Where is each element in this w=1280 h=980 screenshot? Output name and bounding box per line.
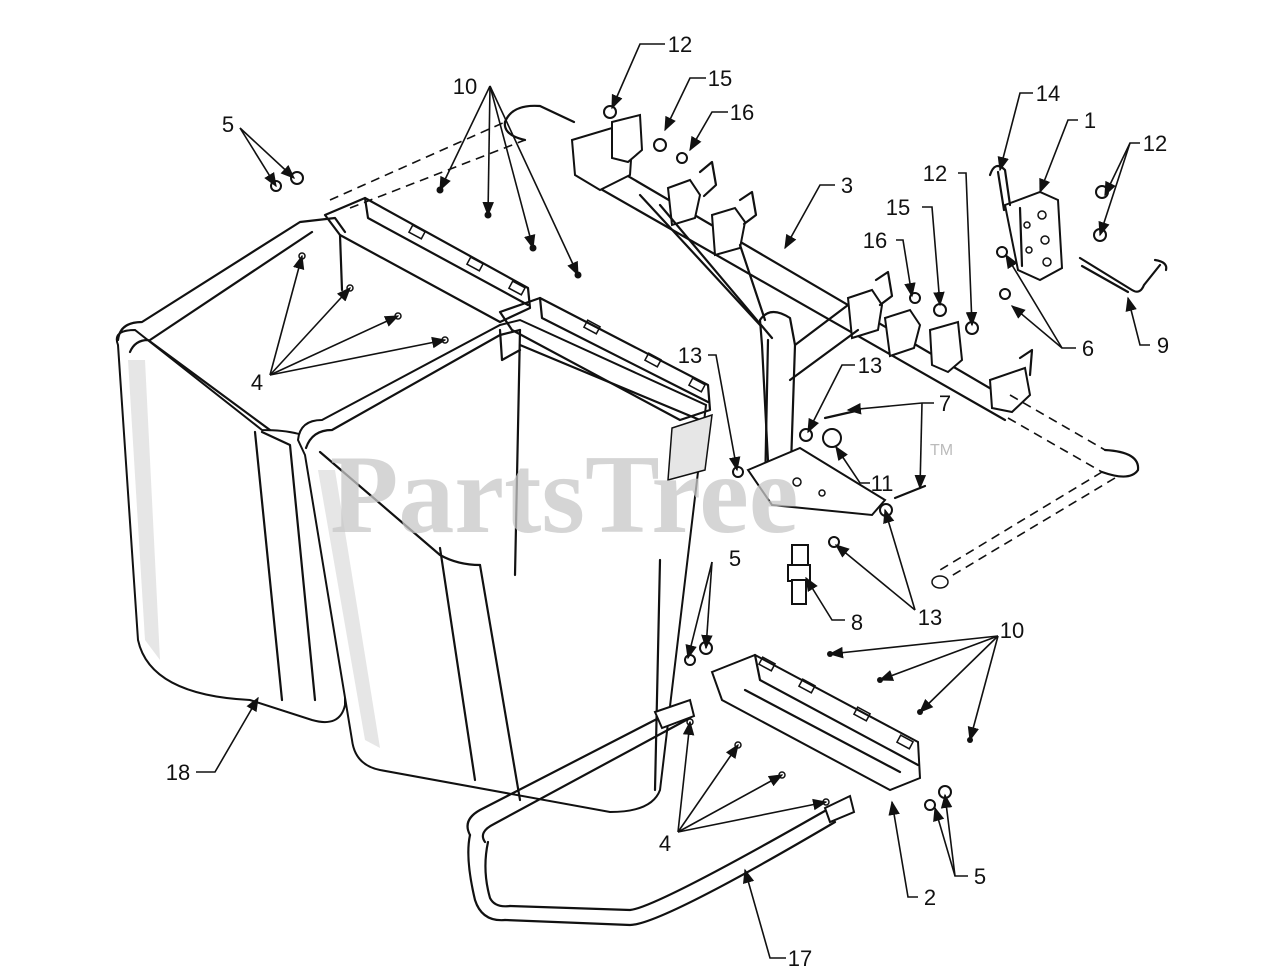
- callout-leader-c7b: [914, 402, 927, 490]
- watermark: PartsTree: [330, 433, 799, 557]
- callout-label-c8: 8: [851, 610, 863, 635]
- callout-label-c16b: 16: [863, 228, 887, 253]
- callout-label-c3: 3: [841, 173, 853, 198]
- callout-label-c15a: 15: [708, 66, 732, 91]
- callout-label-c13a: 13: [678, 343, 702, 368]
- callout-leader-c4e: [677, 720, 695, 833]
- callout-label-c15b: 15: [886, 195, 910, 220]
- callout-label-c1: 1: [1084, 108, 1096, 133]
- callout-label-c18: 18: [166, 760, 190, 785]
- callout-leader-c12c: [958, 172, 978, 327]
- callout-label-c6: 6: [1082, 336, 1094, 361]
- callout-label-c4a: 4: [251, 370, 263, 395]
- callout-leader-c13a: [708, 354, 741, 472]
- callout-leader-c5a: [239, 127, 277, 188]
- upper-frame-tube: [329, 104, 576, 209]
- callout-leader-c10e: [828, 635, 999, 659]
- callout-leader-c3: [784, 184, 835, 250]
- callout-leader-c4g: [677, 774, 784, 833]
- pin: [787, 544, 811, 605]
- main-frame: [570, 113, 1034, 517]
- right-bag: [296, 318, 708, 814]
- callout-leader-c16b: [896, 239, 916, 298]
- callout-leader-c17: [743, 868, 786, 959]
- callout-leader-c12bb: [1098, 142, 1131, 237]
- callout-leader-c4c: [269, 315, 400, 376]
- callout-label-c12b: 12: [1143, 131, 1167, 156]
- callout-leader-c18: [196, 696, 259, 773]
- callout-label-c14: 14: [1036, 81, 1060, 106]
- callout-leader-c13d: [834, 544, 916, 611]
- callout-leader-c10d: [489, 85, 579, 277]
- callout-label-c5c: 5: [729, 546, 741, 571]
- callout-leader-c5f: [940, 793, 956, 877]
- callout-leader-c15a: [664, 77, 706, 132]
- callout-leader-c13c: [883, 508, 916, 611]
- callout-label-c10a: 10: [453, 74, 477, 99]
- left-bag: [115, 216, 347, 724]
- callout-label-c9: 9: [1157, 333, 1169, 358]
- callout-label-c7: 7: [939, 391, 951, 416]
- callout-leader-c10c: [489, 85, 536, 250]
- callout-leader-c12a: [611, 43, 665, 110]
- callout-leader-c12b: [1104, 142, 1140, 197]
- callout-leader-c15b: [922, 206, 945, 307]
- callout-leader-c11: [835, 445, 870, 484]
- callout-label-c5a: 5: [222, 112, 234, 137]
- trademark-mark: TM: [930, 442, 953, 459]
- callout-leader-c13b: [807, 364, 855, 434]
- callout-leader-c10g: [918, 635, 999, 714]
- upper-bracket-right: [498, 296, 713, 482]
- hitch-pin: [1078, 256, 1168, 294]
- callout-label-c11: 11: [871, 471, 894, 496]
- callout-leader-c2: [888, 800, 918, 898]
- callout-leader-c4a: [269, 254, 305, 376]
- callout-leader-c4f: [677, 743, 739, 833]
- callout-leader-c5b: [239, 127, 296, 179]
- callout-leader-c4h: [677, 798, 828, 833]
- callout-label-c13b: 13: [858, 353, 882, 378]
- callout-leader-c6b: [1010, 305, 1063, 349]
- callout-label-c13c: 13: [918, 605, 942, 630]
- callout-leader-c10a: [439, 85, 491, 192]
- callout-leader-c14: [997, 92, 1033, 172]
- callout-label-c12c: 12: [923, 161, 947, 186]
- callout-leader-c1: [1039, 119, 1078, 194]
- callout-leader-c5d: [701, 561, 713, 650]
- callout-label-c2: 2: [924, 885, 936, 910]
- callout-leader-c8: [805, 576, 845, 621]
- callout-group: 12 15 16 14 1 12 3 12 15 16 6 9 10 5 4 13 13 7 11 13 8 5 10 4 18…: [166, 32, 1169, 971]
- callout-label-c12a: 12: [668, 32, 692, 57]
- callout-label-c10e: 10: [1000, 618, 1024, 643]
- callout-leader-c4b: [269, 286, 351, 376]
- callout-label-c17: 17: [788, 946, 812, 971]
- callout-leader-c10b: [482, 85, 494, 217]
- callout-leader-c10h: [967, 635, 999, 742]
- right-frame-tube: [931, 394, 1140, 589]
- lower-frame: [466, 698, 856, 927]
- callout-label-c4e: 4: [659, 831, 671, 856]
- callout-leader-c9: [1125, 296, 1150, 346]
- callout-leader-c4d: [269, 336, 447, 376]
- hitch-plate: [1003, 190, 1064, 282]
- callout-label-c16a: 16: [730, 100, 754, 125]
- callout-label-c5e: 5: [974, 864, 986, 889]
- callout-leader-c16a: [689, 111, 728, 152]
- lower-bracket: [710, 653, 922, 792]
- upper-bracket-left: [323, 196, 532, 324]
- callout-leader-c5c: [685, 561, 713, 660]
- callout-leader-c10f: [878, 635, 999, 681]
